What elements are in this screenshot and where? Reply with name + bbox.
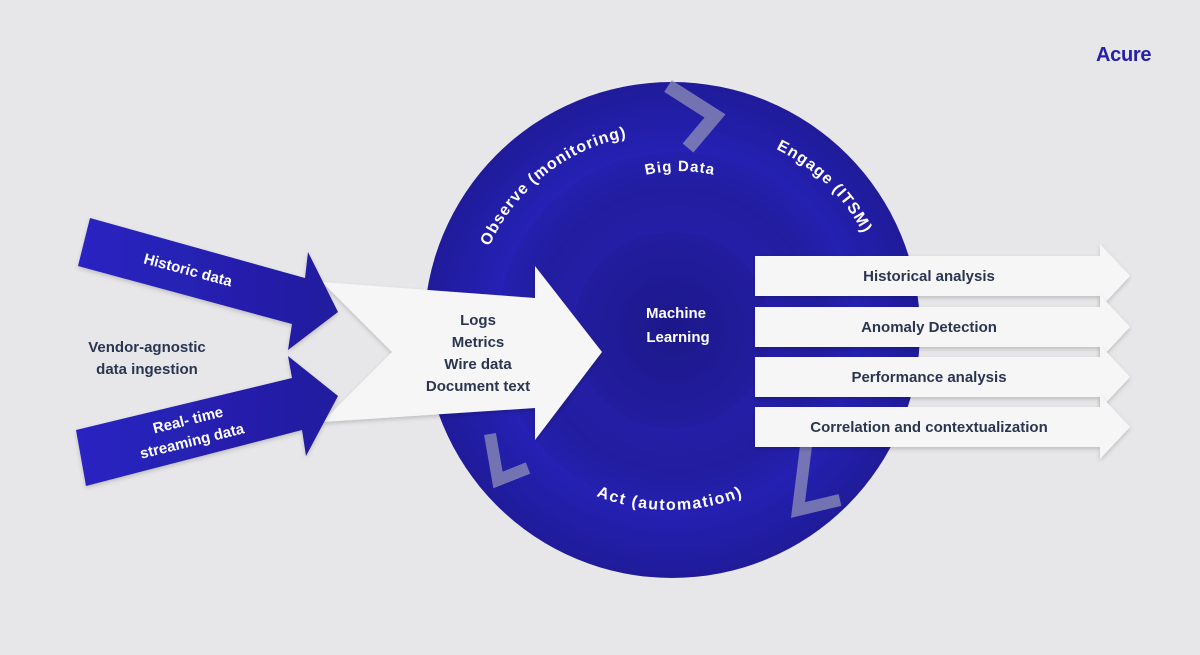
ml-label-line2: Learning	[646, 329, 709, 346]
cycle-chevron-bottom-left	[484, 432, 531, 489]
output-arrow-2	[755, 295, 1130, 359]
output-arrow-3	[755, 345, 1130, 409]
ingestion-label-line2: data ingestion	[96, 361, 198, 378]
ingestion-label-line1: Vendor-agnostic	[88, 339, 206, 356]
cycle-chevron-top	[664, 80, 726, 153]
cycle-chevron-bottom-right	[790, 445, 842, 518]
data-type-metrics: Metrics	[452, 334, 505, 351]
output-label-1: Historical analysis	[863, 268, 995, 285]
data-type-wire-data: Wire data	[444, 356, 512, 373]
realtime-data-arrow	[76, 356, 338, 486]
output-arrow-1	[755, 244, 1130, 308]
output-label-4: Correlation and contextualization	[810, 419, 1048, 436]
historic-data-arrow	[78, 218, 338, 350]
data-type-logs: Logs	[460, 312, 496, 329]
output-label-2: Anomaly Detection	[861, 319, 997, 336]
data-type-document-text: Document text	[426, 378, 530, 395]
intake-arrow	[322, 266, 602, 440]
brand-logo: Acure	[1096, 44, 1152, 66]
output-label-3: Performance analysis	[851, 369, 1006, 386]
output-arrow-4	[755, 395, 1130, 459]
ml-label-line1: Machine	[646, 305, 706, 322]
cycle-inner-core	[574, 232, 770, 428]
